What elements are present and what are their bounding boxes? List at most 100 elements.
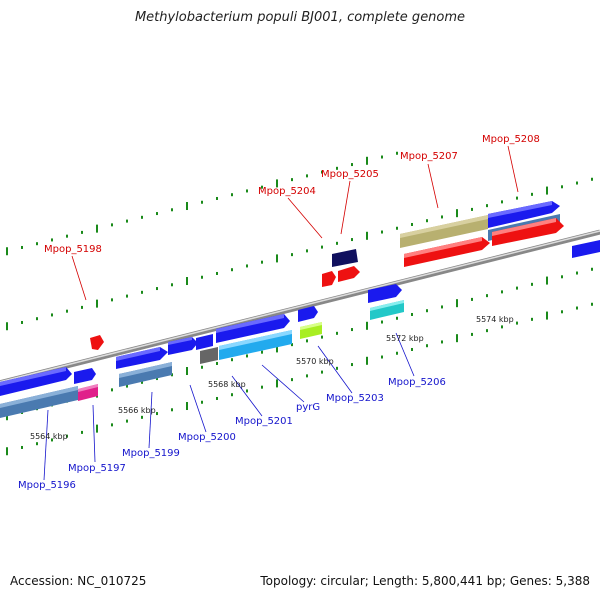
scale-tick — [396, 226, 398, 230]
scale-tick — [141, 380, 143, 384]
scale-tick — [321, 335, 323, 339]
scale-tick — [486, 329, 488, 333]
scale-tick — [246, 389, 248, 393]
scale-tick — [96, 424, 98, 433]
scale-tick — [396, 316, 398, 320]
scale-tick — [246, 189, 248, 193]
gene-mpop-5201[interactable] — [216, 314, 292, 360]
label-mpop-5198[interactable]: Mpop_5198 — [44, 244, 102, 255]
scale-tick — [306, 174, 308, 178]
label-mpop-5208[interactable]: Mpop_5208 — [482, 134, 540, 145]
scale-tick — [351, 328, 353, 332]
scale-tick — [426, 344, 428, 348]
label-mpop-5206[interactable]: Mpop_5206 — [388, 377, 446, 388]
scale-tick — [81, 430, 83, 434]
label-mpop-5197[interactable]: Mpop_5197 — [68, 463, 126, 474]
scale-tick — [261, 260, 263, 264]
scale-tick — [501, 325, 503, 329]
scale-tick — [186, 277, 188, 286]
scale-tick — [441, 215, 443, 219]
scale-tick — [396, 351, 398, 355]
label-mpop-5207[interactable]: Mpop_5207 — [400, 151, 458, 162]
scale-tick — [381, 230, 383, 234]
scale-tick — [561, 275, 563, 279]
scale-tick — [306, 374, 308, 378]
scale-tick — [201, 275, 203, 279]
gene-features[interactable] — [0, 201, 600, 418]
scale-label: 5564 kbp — [30, 432, 68, 441]
scale-tick — [576, 306, 578, 310]
scale-tick — [591, 267, 593, 271]
scale-tick — [36, 242, 38, 246]
gene-mpop-5196[interactable] — [0, 367, 78, 418]
scale-tick — [111, 388, 113, 392]
scale-tick — [411, 222, 413, 226]
scale-tick — [201, 200, 203, 204]
label-mpop-5196[interactable]: Mpop_5196 — [18, 480, 76, 491]
label-mpop-5199[interactable]: Mpop_5199 — [122, 448, 180, 459]
scale-tick — [411, 312, 413, 316]
scale-tick — [591, 302, 593, 306]
scale-tick — [51, 238, 53, 242]
scale-tick — [6, 447, 8, 456]
scale-tick — [471, 297, 473, 301]
scale-tick — [156, 212, 158, 216]
label-pyrg[interactable]: pyrG — [296, 402, 320, 413]
scale-tick — [291, 343, 293, 347]
scale-tick — [171, 408, 173, 412]
scale-tick — [21, 320, 23, 324]
scale-tick — [111, 423, 113, 427]
scale-tick — [336, 166, 338, 170]
scale-tick — [291, 378, 293, 382]
label-mpop-5200[interactable]: Mpop_5200 — [178, 432, 236, 443]
scale-tick — [321, 370, 323, 374]
scale-tick — [141, 415, 143, 419]
scale-tick — [336, 366, 338, 370]
gene-mpop-5198[interactable] — [90, 335, 104, 350]
scale-tick — [96, 299, 98, 308]
gene-mpop-5199[interactable] — [116, 347, 172, 387]
scale-tick — [21, 445, 23, 449]
gene-mpop-5204[interactable] — [322, 266, 360, 287]
scale-tick — [126, 419, 128, 423]
scale-tick — [126, 294, 128, 298]
scale-tick — [471, 332, 473, 336]
label-mpop-5204[interactable]: Mpop_5204 — [258, 186, 316, 197]
scale-tick — [96, 224, 98, 233]
label-mpop-5203[interactable]: Mpop_5203 — [326, 393, 384, 404]
genome-backbone-highlight — [0, 230, 600, 383]
label-mpop-5201[interactable]: Mpop_5201 — [235, 416, 293, 427]
scale-tick — [216, 271, 218, 275]
scale-tick — [531, 317, 533, 321]
gene-mpop-5205[interactable] — [332, 249, 358, 267]
scale-tick — [381, 355, 383, 359]
scale-tick — [21, 245, 23, 249]
scale-tick — [66, 434, 68, 438]
genome-summary: Topology: circular; Length: 5,800,441 bp… — [260, 574, 590, 588]
scale-tick — [561, 185, 563, 189]
scale-tick — [531, 282, 533, 286]
scale-tick — [336, 331, 338, 335]
scale-tick — [246, 264, 248, 268]
scale-tick — [36, 442, 38, 446]
scale-tick — [66, 309, 68, 313]
gene-right-edge[interactable] — [572, 240, 600, 258]
scale-label: 5572 kbp — [386, 334, 424, 343]
gene-mpop-5206[interactable] — [368, 284, 404, 320]
scale-tick — [111, 223, 113, 227]
gene-mpop-5207[interactable] — [400, 215, 490, 267]
gene-mpop-5200[interactable] — [168, 334, 218, 364]
gene-pyrg[interactable] — [298, 306, 322, 339]
scale-tick — [156, 412, 158, 416]
scale-tick — [516, 286, 518, 290]
genome-backbone — [0, 229, 600, 386]
label-mpop-5205[interactable]: Mpop_5205 — [321, 169, 379, 180]
scale-tick — [51, 438, 53, 442]
scale-tick — [51, 313, 53, 317]
scale-tick — [276, 254, 278, 263]
scale-tick — [441, 305, 443, 309]
gene-mpop-5208[interactable] — [488, 201, 564, 246]
gene-mpop-5197[interactable] — [74, 368, 98, 401]
scale-tick — [381, 155, 383, 159]
